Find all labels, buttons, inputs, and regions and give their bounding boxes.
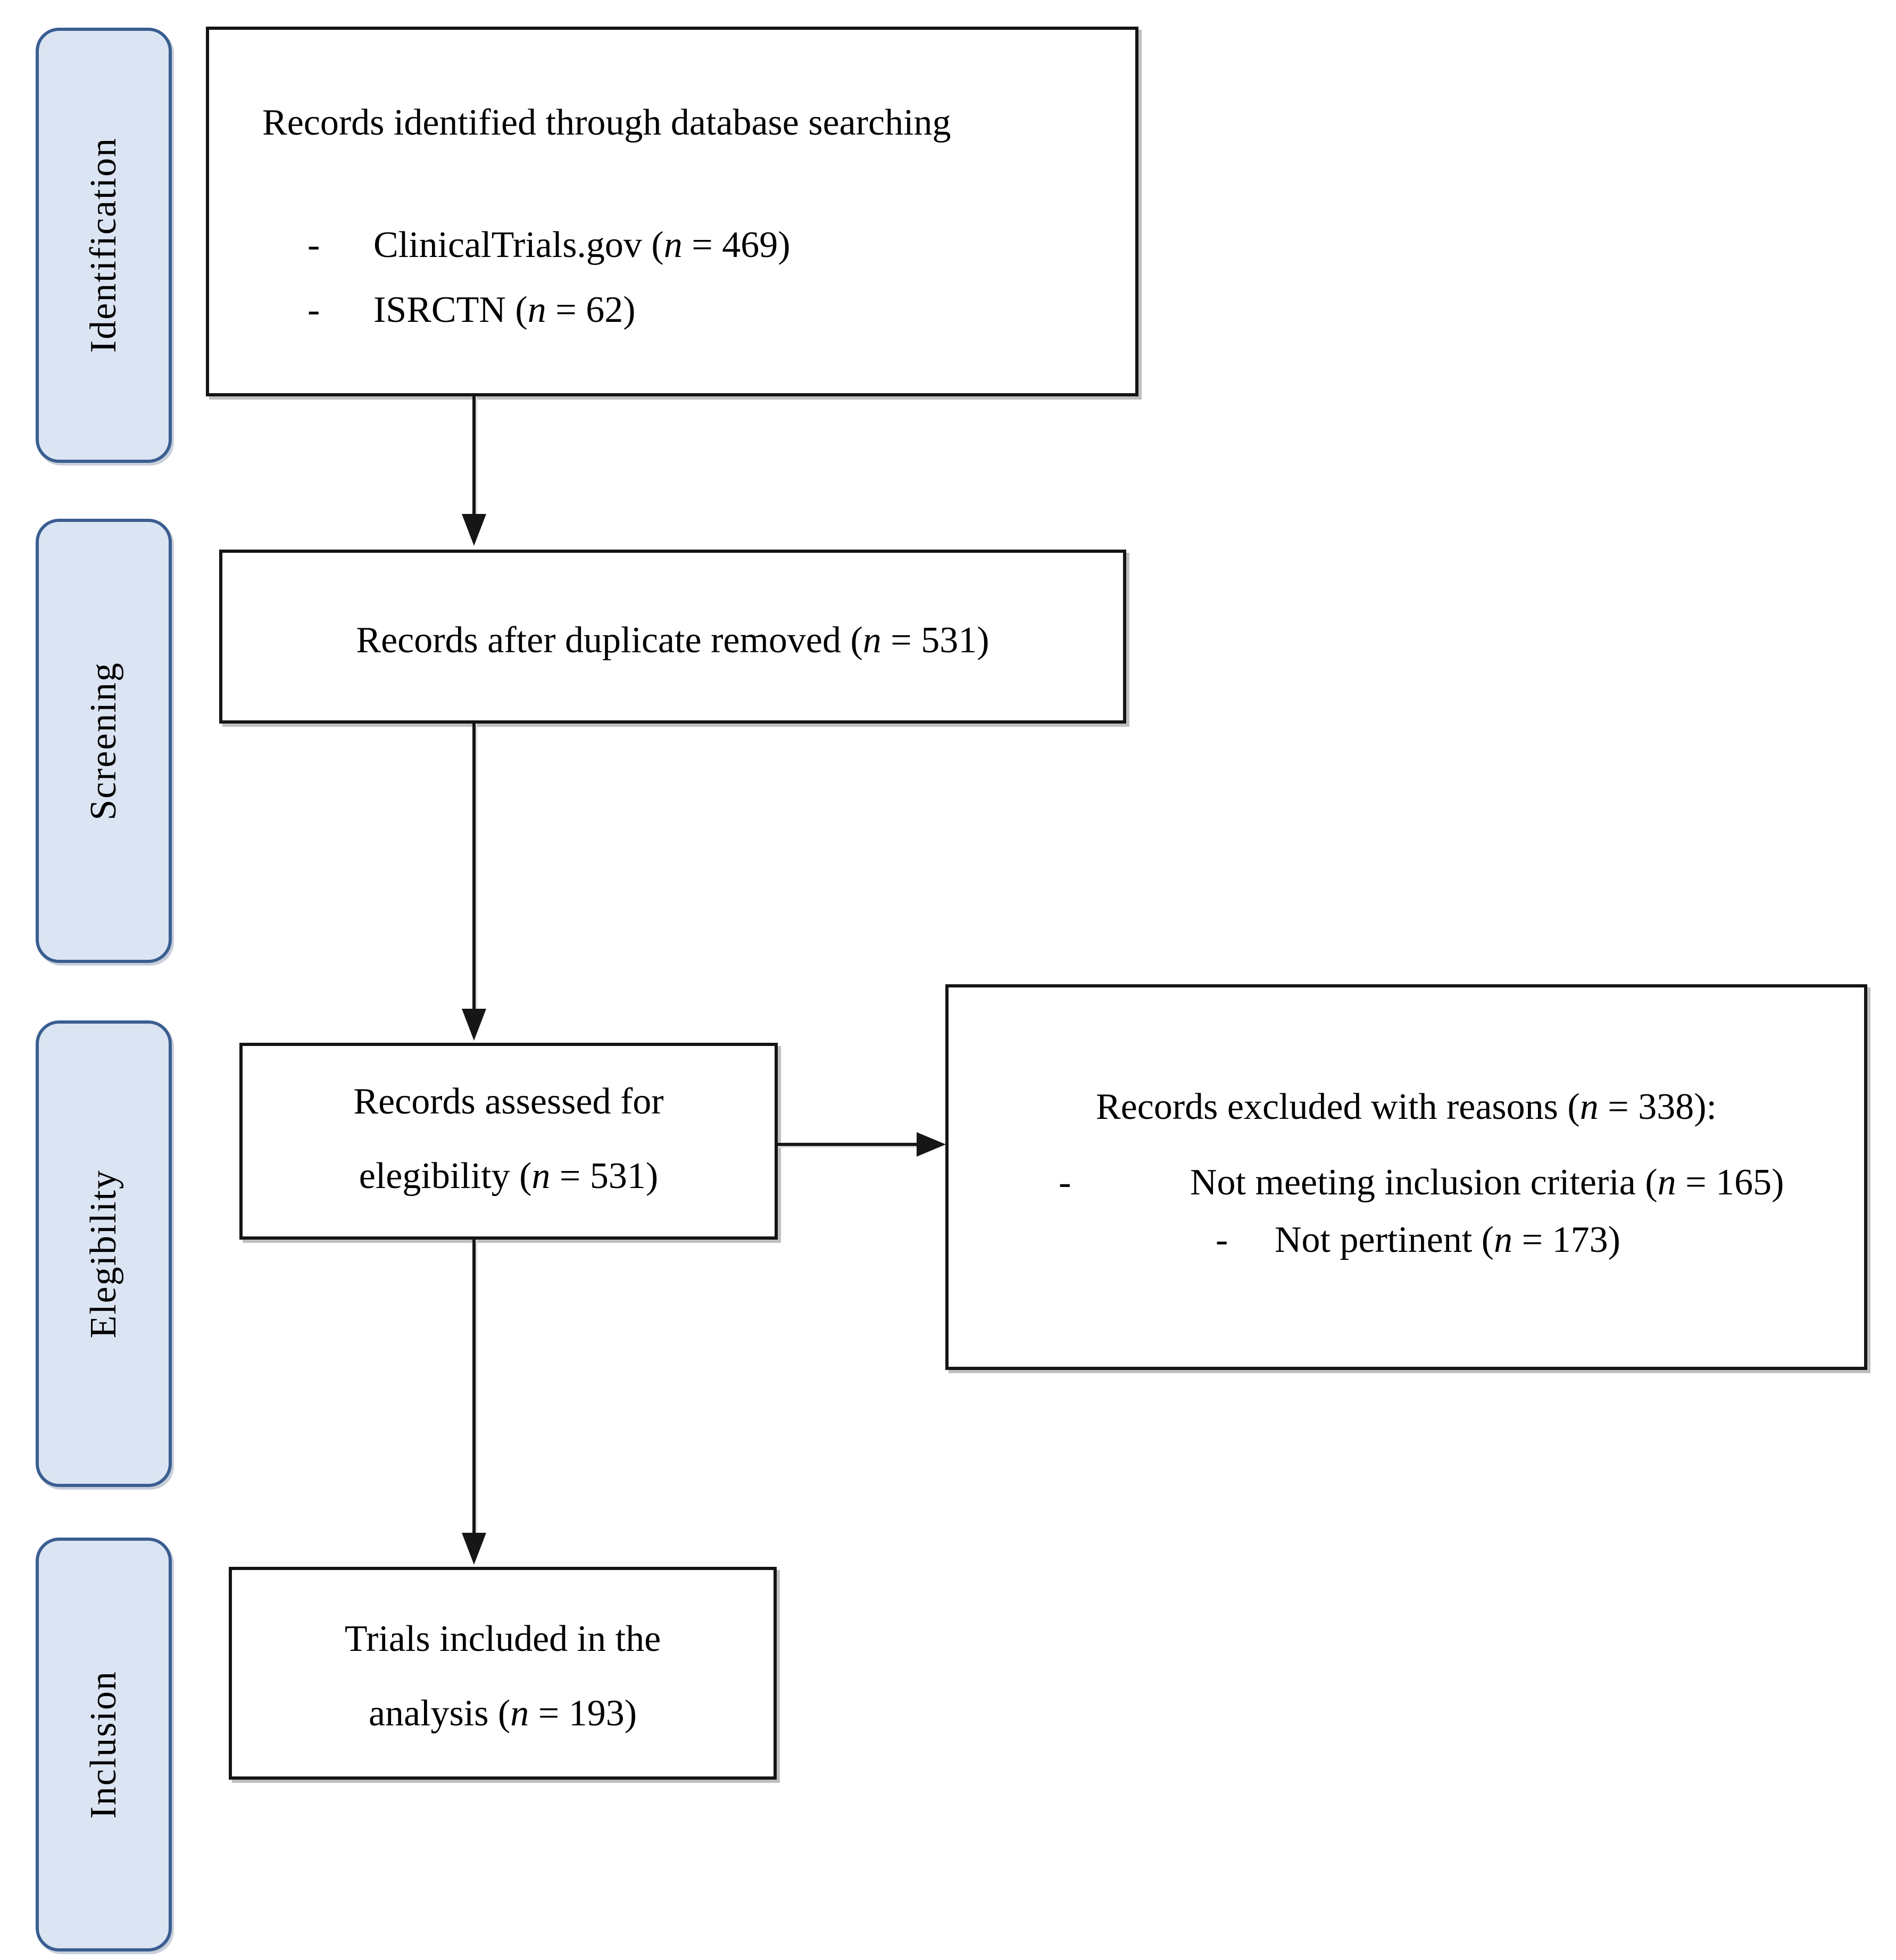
arrow-deduplicated-to-assessed [472,724,476,1009]
records-deduplicated-text: Records after duplicate removed (n = 531… [356,620,989,661]
stage-screening-label: Screening [83,661,124,820]
arrowhead-down [462,1009,486,1041]
bullet-isrctn: - ISRCTN (n = 62) [209,289,1135,331]
records-assessed-line1: Records assessed for [243,1081,775,1123]
excluded-bullet-pertinent-text: Not pertinent (n = 173) [1275,1219,1620,1260]
excluded-bullet-pertinent: - Not pertinent (n = 173) [949,1219,1864,1261]
box-trials-included: Trials included in the analysis (n = 193… [229,1567,777,1780]
stage-identification-label: Identification [83,137,124,353]
records-assessed-line2-text: elegibility (n = 531) [359,1156,659,1197]
records-excluded-title-text: Records excluded with reasons (n = 338): [1096,1086,1717,1127]
bullet-dash: - [307,225,320,265]
bullet-clinicaltrials-text: ClinicalTrials.gov (n = 469) [373,225,791,265]
bullet-dash: - [307,289,320,330]
bullet-isrctn-text: ISRCTN (n = 62) [373,289,636,330]
bullet-clinicaltrials: - ClinicalTrials.gov (n = 469) [209,224,1135,267]
stage-inclusion-label: Inclusion [83,1670,124,1819]
box-records-excluded: Records excluded with reasons (n = 338):… [945,984,1867,1370]
stage-elegibility-label: Elegibility [83,1169,124,1339]
records-identified-title-text: Records identified through database sear… [262,102,951,143]
arrowhead-down [462,514,486,546]
arrowhead-down [462,1533,486,1565]
stage-elegibility: Elegibility [36,1020,172,1487]
excluded-bullet-criteria-text: Not meeting inclusion criteria (n = 165) [1190,1162,1784,1203]
arrowhead-right [917,1132,946,1157]
trials-included-line2: analysis (n = 193) [232,1692,774,1735]
trials-included-line1-text: Trials included in the [344,1618,661,1659]
arrow-identified-to-deduplicated [472,396,476,514]
arrow-assessed-to-included [472,1240,476,1533]
excluded-bullet-criteria: - Not meeting inclusion criteria (n = 16… [949,1161,1864,1204]
trials-included-line2-text: analysis (n = 193) [368,1693,637,1734]
records-identified-title: Records identified through database sear… [209,102,1135,144]
bullet-dash: - [1059,1162,1071,1203]
box-records-identified: Records identified through database sear… [206,27,1138,396]
records-assessed-line1-text: Records assessed for [353,1081,664,1122]
bullet-dash: - [1216,1219,1228,1260]
trials-included-line1: Trials included in the [232,1618,774,1660]
stage-inclusion: Inclusion [36,1538,172,1951]
box-records-assessed: Records assessed for elegibility (n = 53… [239,1043,778,1240]
records-assessed-line2: elegibility (n = 531) [243,1155,775,1198]
box-records-deduplicated: Records after duplicate removed (n = 531… [219,550,1126,724]
stage-screening: Screening [36,519,172,963]
records-deduplicated-line: Records after duplicate removed (n = 531… [222,619,1123,662]
stage-identification: Identification [36,28,172,463]
records-excluded-title: Records excluded with reasons (n = 338): [949,1086,1864,1128]
arrow-assessed-to-excluded [778,1143,917,1146]
